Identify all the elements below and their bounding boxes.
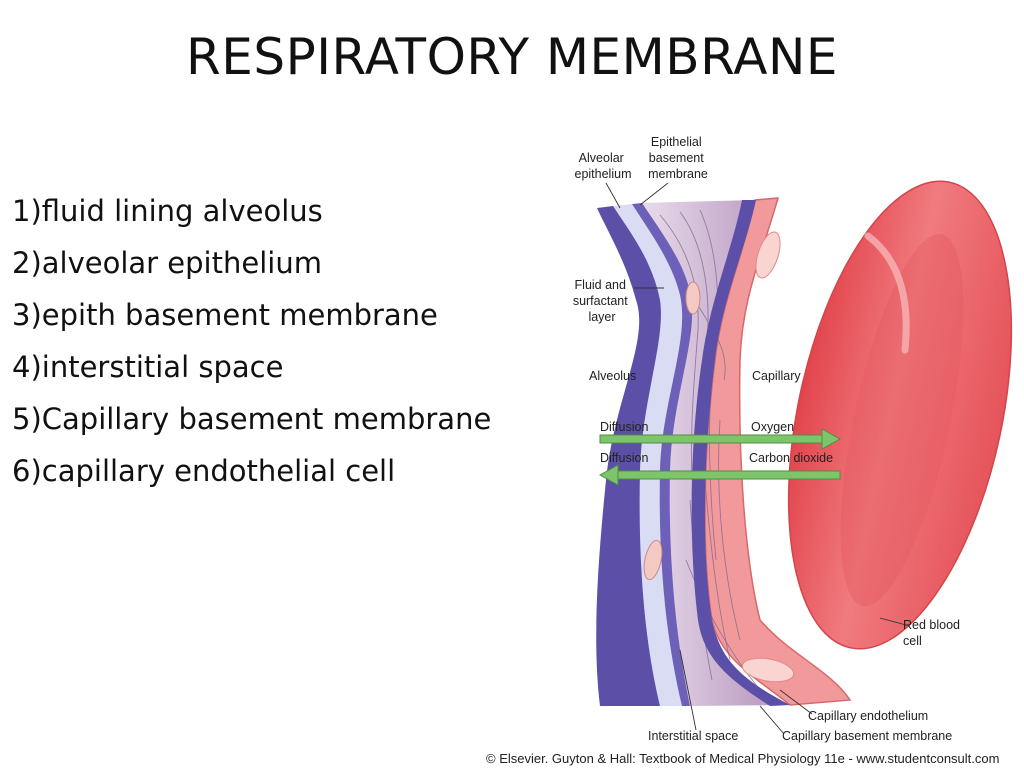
list-item: 6)capillary endothelial cell xyxy=(12,454,396,488)
epithelial-nucleus xyxy=(643,539,663,581)
list-item: 5)Capillary basement membrane xyxy=(12,402,492,436)
label-diffusion-co2: Diffusion xyxy=(600,451,648,465)
label-alveolus: Alveolus xyxy=(589,369,636,383)
copyright-credit: © Elsevier. Guyton & Hall: Textbook of M… xyxy=(486,751,1000,766)
list-item: 2)alveolar epithelium xyxy=(12,246,322,280)
label-alveolar-epithelium: Alveolar epithelium xyxy=(575,151,632,181)
capillary-endothelium-shape xyxy=(704,197,852,706)
fluid-surfactant-layer-shape xyxy=(613,204,683,706)
label-red-blood-cell: Red blood cell xyxy=(903,618,963,648)
capillary-basement-membrane-shape xyxy=(691,200,790,706)
label-interstitial-space: Interstitial space xyxy=(648,729,738,743)
interstitial-space-shape xyxy=(640,200,790,706)
label-carbon-dioxide: Carbon dioxide xyxy=(749,451,833,465)
leader-lines xyxy=(605,182,907,735)
epithelial-nucleus xyxy=(685,281,701,315)
epithelial-basement-membrane-shape xyxy=(632,203,693,706)
list-item: 1)fluid lining alveolus xyxy=(12,194,323,228)
slide-title: RESPIRATORY MEMBRANE xyxy=(186,28,838,86)
label-epithelial-basement-membrane: Epithelial basement membrane xyxy=(648,135,708,181)
label-oxygen: Oxygen xyxy=(751,420,794,434)
list-item: 3)epith basement membrane xyxy=(12,298,438,332)
respiratory-membrane-diagram: Epithelial basement membrane Alveolar ep… xyxy=(540,120,1024,768)
red-blood-cell xyxy=(787,180,1013,650)
list-item: 4)interstitial space xyxy=(12,350,284,384)
label-capillary: Capillary xyxy=(752,369,801,383)
label-fluid-surfactant-layer: Fluid and surfactant layer xyxy=(573,278,631,324)
oxygen-diffusion-arrow xyxy=(599,428,842,450)
endothelial-nucleus xyxy=(755,231,781,279)
label-diffusion-oxygen: Diffusion xyxy=(600,420,648,434)
alveolar-epithelium-shape xyxy=(596,206,661,706)
carbon-dioxide-diffusion-arrow xyxy=(598,464,841,486)
endothelial-nucleus xyxy=(741,657,795,683)
label-capillary-basement-membrane: Capillary basement membrane xyxy=(782,729,952,743)
label-capillary-endothelium: Capillary endothelium xyxy=(808,709,928,723)
membrane-layer-list: 1)fluid lining alveolus 2)alveolar epith… xyxy=(12,190,502,502)
